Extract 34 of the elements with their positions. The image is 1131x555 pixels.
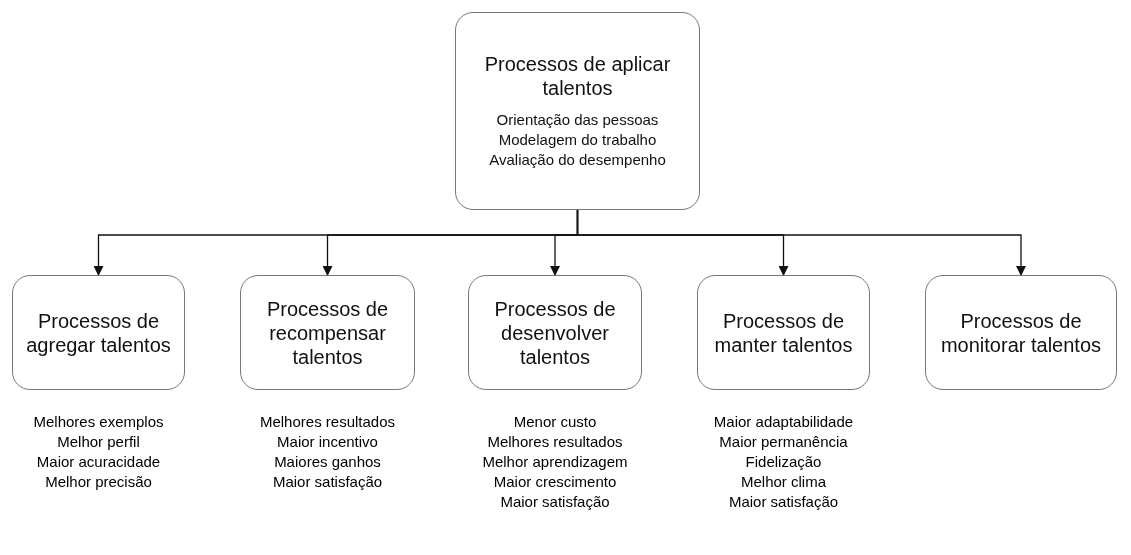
benefit-text: Melhor precisão <box>45 472 152 492</box>
box-title: Processos de monitorar talentos <box>939 308 1103 357</box>
box-title: Processos de manter talentos <box>713 308 854 357</box>
benefit-text: Maiores ganhos <box>274 452 381 472</box>
process-box <box>455 12 700 210</box>
process-box <box>12 275 185 390</box>
box-item: Avaliação do desempenho <box>489 150 666 170</box>
box-item: Orientação das pessoas <box>496 110 659 130</box>
process-box <box>240 275 415 390</box>
box-item: Modelagem do trabalho <box>498 130 657 150</box>
benefit-text: Melhor clima <box>741 472 826 492</box>
benefit-text: Melhores exemplos <box>33 412 164 432</box>
process-box <box>925 275 1117 390</box>
benefit-text: Maior satisfação <box>272 472 383 492</box>
benefit-text: Melhores resultados <box>259 412 396 432</box>
box-title: Processos de desenvolver talentos <box>493 296 617 369</box>
benefit-text: Maior acuracidade <box>36 452 161 472</box>
benefit-text: Menor custo <box>513 412 597 432</box>
connector-arrow <box>576 209 1026 276</box>
benefit-text: Maior satisfação <box>500 492 610 512</box>
benefit-text: Maior adaptabilidade <box>713 412 854 432</box>
benefit-text: Melhores resultados <box>487 432 623 452</box>
box-title: Processos de recompensar talentos <box>265 296 390 369</box>
process-box <box>697 275 870 390</box>
benefit-text: Maior permanência <box>719 432 848 452</box>
box-title: Processos de aplicar talentos <box>483 52 672 100</box>
benefit-text: Melhor aprendizagem <box>482 452 628 472</box>
benefit-text: Maior crescimento <box>493 472 617 492</box>
process-box <box>468 275 642 390</box>
benefit-text: Maior incentivo <box>277 432 378 452</box>
box-title: Processos de agregar talentos <box>25 308 172 357</box>
benefit-text: Melhor perfil <box>57 432 140 452</box>
benefit-text: Maior satisfação <box>728 492 839 512</box>
benefit-text: Fidelização <box>745 452 822 472</box>
